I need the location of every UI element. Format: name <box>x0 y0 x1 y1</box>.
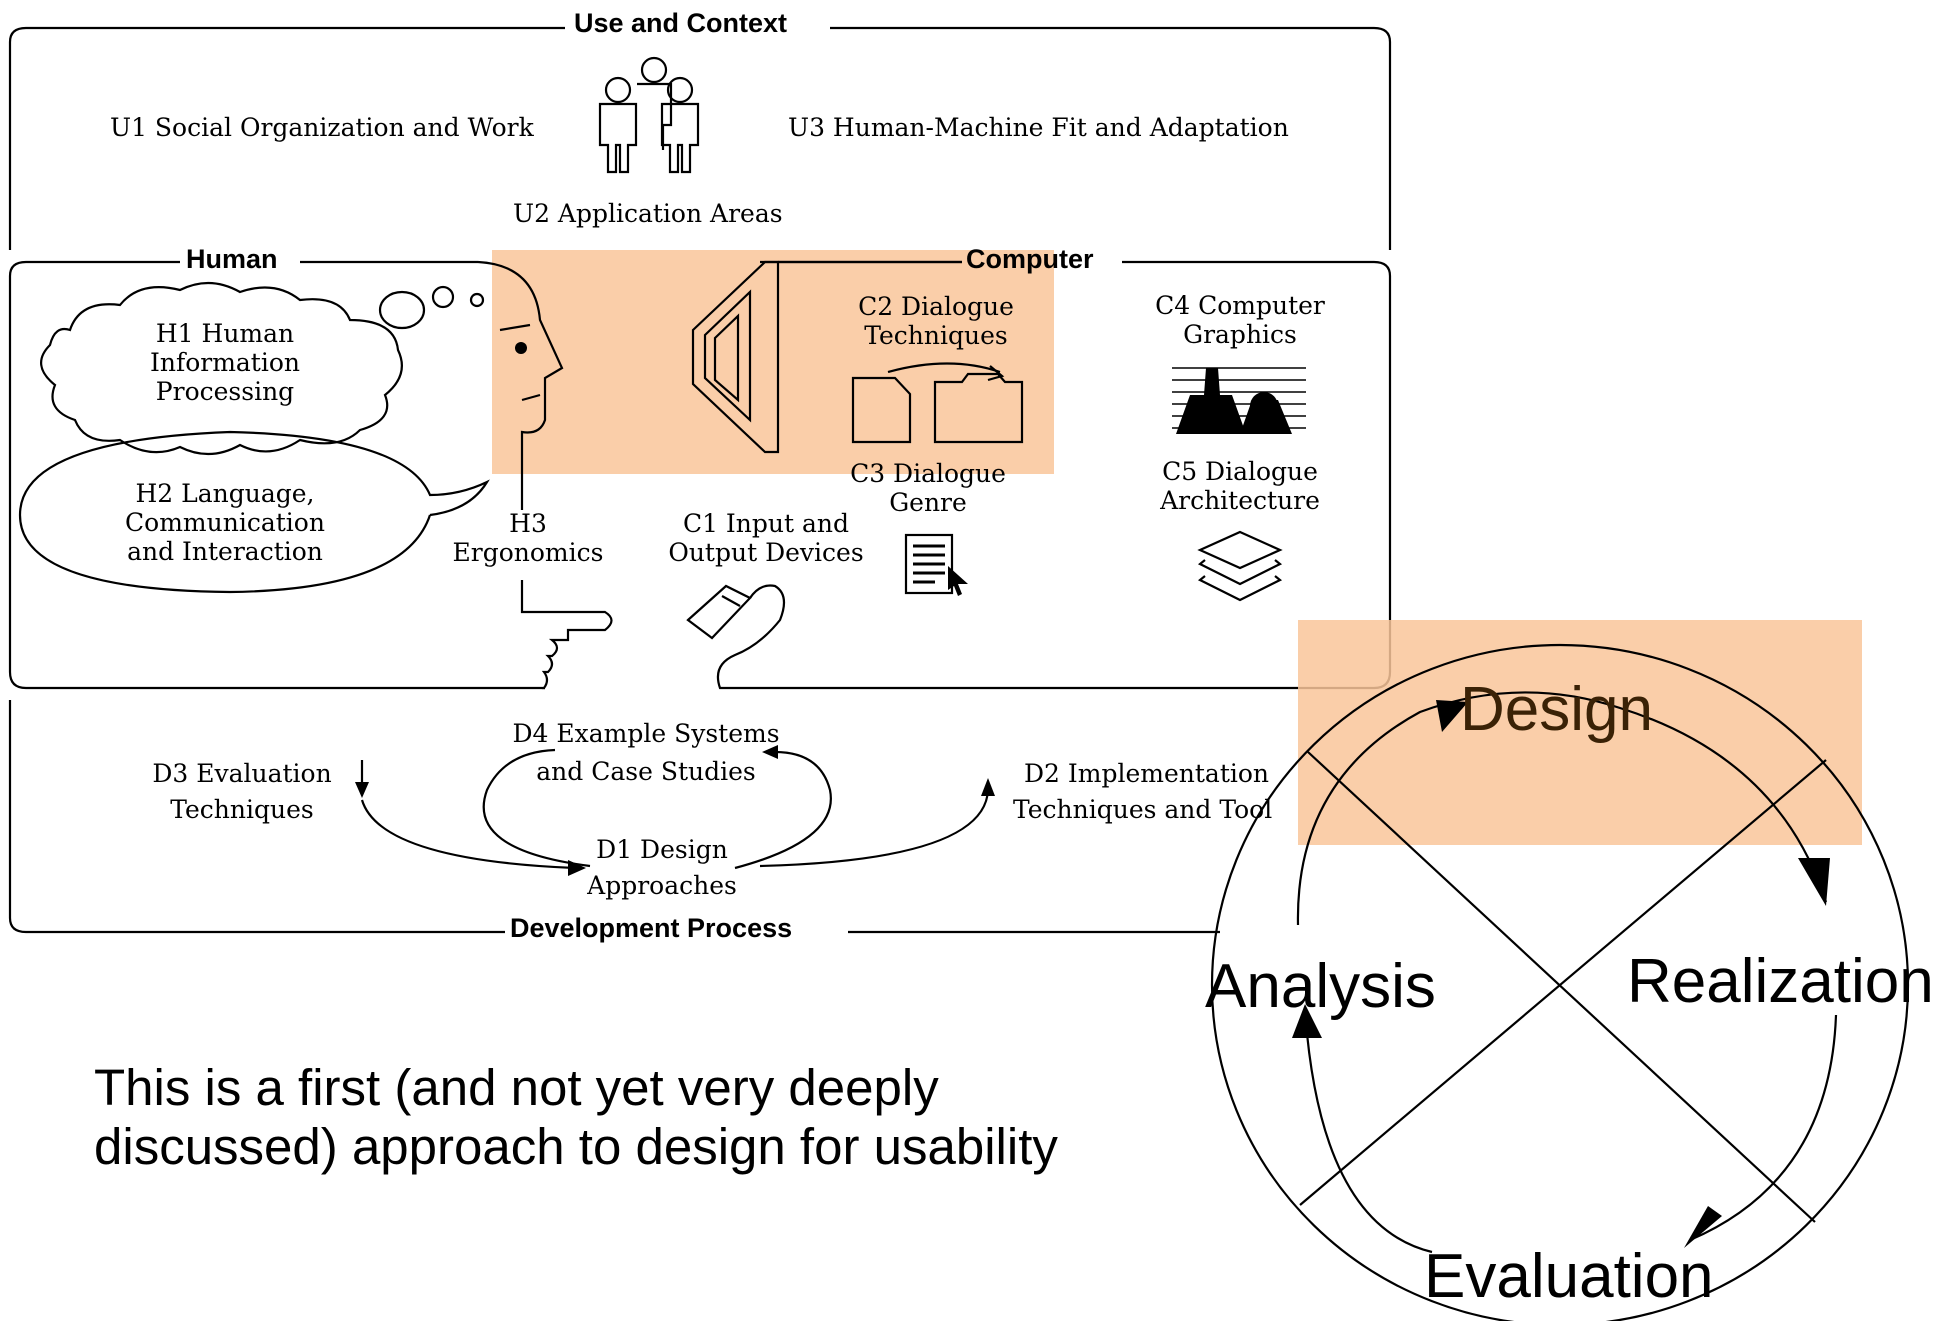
d2-label-line1: D2 Implementation <box>1024 759 1269 788</box>
document-folder-icon <box>851 362 1024 444</box>
d3-label-line1: D3 Evaluation <box>152 759 331 788</box>
h1-label-line2: Information <box>150 348 300 377</box>
text-document-icon <box>904 533 968 596</box>
h2-label-line1: H2 Language, <box>135 479 314 508</box>
u2-label: U2 Application Areas <box>513 199 783 228</box>
development-arrows <box>355 745 995 876</box>
d4-label-line1: D4 Example Systems <box>512 719 779 748</box>
layers-icon <box>1197 530 1283 602</box>
h2-label-line3: and Interaction <box>127 537 323 566</box>
highlight-design-region <box>1298 620 1862 845</box>
c5-label-line1: C5 Dialogue <box>1162 457 1318 486</box>
graphics-icon <box>1172 367 1306 434</box>
c2-label-line2: Techniques <box>864 321 1007 350</box>
h3-label-line1: H3 <box>509 509 547 538</box>
people-icon <box>598 56 700 174</box>
d4-label-line2: and Case Studies <box>536 757 755 786</box>
c1-label-line1: C1 Input and <box>683 509 849 538</box>
highlight-computer-region <box>492 250 1054 474</box>
development-frame <box>8 700 1220 934</box>
c4-label-line1: C4 Computer <box>1155 291 1325 320</box>
monitor-icon <box>691 260 962 454</box>
h1-label-line3: Processing <box>156 377 294 406</box>
c3-label-line2: Genre <box>889 488 967 517</box>
section-title-computer: Computer <box>966 244 1094 274</box>
c2-label-line1: C2 Dialogue <box>858 292 1014 321</box>
h2-label-line2: Communication <box>125 508 325 537</box>
cycle-label-evaluation: Evaluation <box>1424 1242 1714 1311</box>
c1-label-line2: Output Devices <box>668 538 863 567</box>
d1-label-line1: D1 Design <box>596 835 728 864</box>
mouse-icon <box>686 584 786 690</box>
section-title-human: Human <box>186 244 278 274</box>
c5-label-line2: Architecture <box>1159 486 1320 515</box>
pointing-hand-icon <box>520 580 613 690</box>
thought-cloud-icon <box>40 281 485 456</box>
h1-label-line1: H1 Human <box>156 319 294 348</box>
h3-label-line2: Ergonomics <box>453 538 604 567</box>
c3-label-line1: C3 Dialogue <box>850 459 1006 488</box>
cycle-label-analysis: Analysis <box>1205 952 1436 1021</box>
section-title-development: Development Process <box>510 913 792 943</box>
speech-bubble-icon <box>18 430 490 594</box>
footnote-text: This is a first (and not yet very deeply… <box>94 1059 1058 1175</box>
d3-label-line2: Techniques <box>170 795 313 824</box>
d2-label-line2: Techniques and Tool <box>1013 795 1272 824</box>
d1-label-line2: Approaches <box>586 871 737 900</box>
cycle-label-realization: Realization <box>1627 947 1934 1016</box>
use-context-frame <box>8 26 1392 250</box>
c4-label-line2: Graphics <box>1183 320 1297 349</box>
u1-label: U1 Social Organization and Work <box>110 113 535 142</box>
u3-label: U3 Human-Machine Fit and Adaptation <box>788 113 1289 142</box>
cycle-label-design: Design <box>1460 675 1653 744</box>
head-profile-icon <box>477 260 564 475</box>
section-title-use-context: Use and Context <box>574 8 787 38</box>
